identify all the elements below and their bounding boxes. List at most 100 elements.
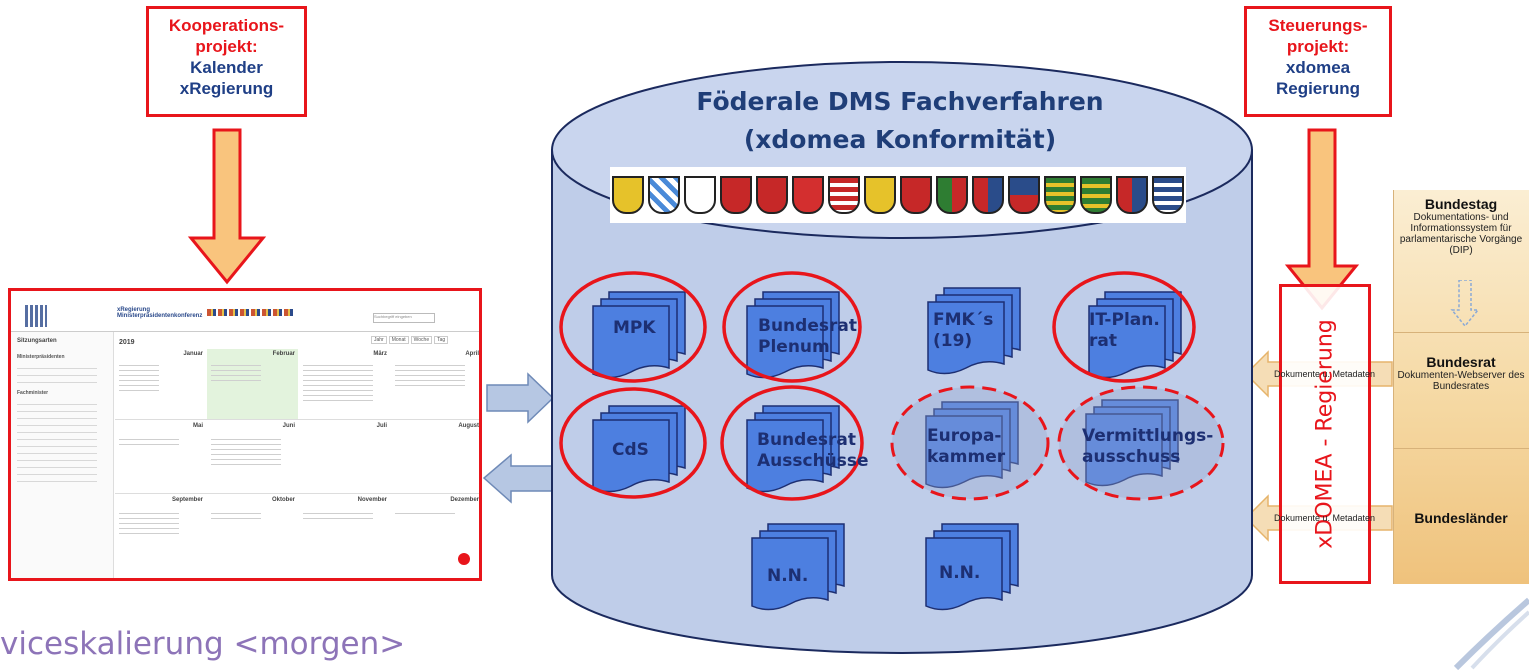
coat-of-arms-icon (756, 176, 788, 214)
flow-label: Dokumente u. Metadaten (1274, 513, 1376, 523)
doc-label-it-planungsrat: IT-Plan.rat (1089, 310, 1160, 351)
coat-of-arms-icon (972, 176, 1004, 214)
down-arrow-left (187, 128, 267, 285)
bundesrat-section: Bundesrat Dokumenten-Webserver des Bunde… (1393, 354, 1529, 392)
highlight-ellipse (722, 271, 862, 383)
sidebar-items (17, 362, 97, 386)
bundesrat-title: Bundesrat (1426, 354, 1496, 370)
coat-of-arms-icon (864, 176, 896, 214)
coat-of-arms-icon (828, 176, 860, 214)
bundeslaender-title: Bundesländer (1414, 510, 1508, 526)
box-line: xRegierung (179, 79, 274, 98)
flag-strip (207, 309, 295, 316)
coat-of-arms-icon (684, 176, 716, 214)
sidebar-title: Sitzungsarten (17, 338, 57, 344)
event-lines (303, 361, 373, 401)
event-lines (119, 435, 179, 449)
highlight-ellipse (559, 387, 707, 499)
view-day-button[interactable]: Tag (434, 336, 449, 344)
event-lines (395, 361, 465, 387)
box-line: xdomea (1285, 58, 1351, 77)
highlight-ellipse-dashed (1057, 385, 1225, 501)
event-lines (211, 435, 281, 469)
app-title-2: Ministerpräsidentenkonferenz (117, 313, 203, 319)
cylinder-title-1: Föderale DMS Fachverfahren (696, 87, 1104, 116)
month-label: Dezember (450, 497, 479, 503)
coat-of-arms-strip (610, 167, 1186, 223)
right-arrow (486, 372, 555, 424)
header-divider (11, 331, 479, 332)
box-line: Kooperations- (168, 16, 285, 35)
add-event-button[interactable] (458, 553, 470, 565)
coat-of-arms-icon (792, 176, 824, 214)
coat-of-arms-icon (900, 176, 932, 214)
sidebar-items (17, 398, 97, 482)
steuerungsprojekt-box: Steuerungs- projekt: xdomea Regierung (1244, 6, 1392, 117)
decorative-swoosh (1453, 597, 1529, 670)
right-panel-background (1393, 190, 1529, 584)
coat-of-arms-icon (1116, 176, 1148, 214)
right-panel-divider (1393, 332, 1529, 333)
coat-of-arms-icon (648, 176, 680, 214)
right-panel-divider (1393, 448, 1529, 449)
cylinder-title-2: (xdomea Konformität) (743, 125, 1057, 154)
bundestag-section: Bundestag Dokumentations- und Informatio… (1393, 196, 1529, 256)
left-arrow (482, 453, 553, 504)
doc-label-vermittlungsausschuss: Vermittlungs-ausschuss (1082, 426, 1214, 467)
coat-of-arms-icon (1044, 176, 1076, 214)
month-label: September (171, 497, 203, 503)
kooperationsprojekt-box: Kooperations- projekt: Kalender xRegieru… (146, 6, 307, 117)
cylinder-body (551, 149, 1253, 654)
coat-of-arms-icon (720, 176, 752, 214)
highlight-ellipse-dashed (890, 385, 1050, 501)
view-month-button[interactable]: Monat (388, 336, 409, 344)
view-week-button[interactable]: Woche (410, 336, 433, 344)
month-label: August (458, 423, 479, 429)
highlight-ellipse (1052, 271, 1196, 383)
month-label: Mai (192, 423, 203, 429)
month-label: März (373, 351, 387, 357)
highlight-ellipse (559, 271, 707, 383)
grid-lines (115, 419, 479, 420)
month-label: Januar (183, 351, 203, 357)
calendar-search-input[interactable]: Suchbegriff eingeben (373, 313, 435, 323)
doc-label-mpk: MPK (613, 318, 656, 338)
month-label: Februar (272, 351, 295, 357)
event-lines (211, 509, 261, 521)
view-buttons: Jahr Monat Woche Tag (371, 336, 449, 344)
event-lines (303, 509, 373, 521)
event-lines (395, 509, 455, 517)
bundesrat-desc: Dokumenten-Webserver des Bundesrates (1397, 370, 1525, 392)
sidebar-group-1: Ministerpräsidenten (17, 354, 65, 360)
box-line: projekt: (195, 37, 258, 56)
flow-label: Dokumente u. Metadaten (1274, 369, 1376, 379)
month-label: April (465, 351, 479, 357)
coat-of-arms-icon (1152, 176, 1184, 214)
xdomea-box (1279, 284, 1371, 584)
highlight-ellipse (720, 385, 864, 501)
event-lines (211, 361, 261, 381)
doc-label-fmk: FMK´s(19) (933, 310, 994, 351)
doc-label-nn: N.N. (767, 566, 809, 586)
event-lines (119, 361, 159, 391)
doc-label-cds: CdS (612, 440, 649, 460)
box-line: Kalender (190, 58, 263, 77)
bundestag-desc: Dokumentations- und Informationssystem f… (1399, 212, 1523, 256)
sidebar-group-2: Fachminister (17, 390, 49, 396)
month-highlight (207, 349, 298, 419)
slide-subtitle: viceskalierung <morgen> (0, 626, 406, 662)
calendar-logo (25, 305, 47, 327)
calendar-sidebar: Sitzungsarten Ministerpräsidenten Fachmi… (11, 332, 114, 578)
coat-of-arms-icon (1080, 176, 1112, 214)
month-grid: Januar Februar März April Mai Juni Juli … (115, 349, 479, 559)
calendar-app-title: xRegierung Ministerpräsidentenkonferenz (117, 307, 202, 319)
box-line: Steuerungs- (1268, 16, 1368, 35)
coat-of-arms-icon (936, 176, 968, 214)
month-label: Oktober (271, 497, 295, 503)
view-year-button[interactable]: Jahr (371, 336, 387, 344)
bundestag-title: Bundestag (1424, 196, 1498, 212)
bundeslaender-section: Bundesländer (1393, 510, 1529, 526)
calendar-screenshot: xRegierung Ministerpräsidentenkonferenz … (8, 288, 482, 581)
